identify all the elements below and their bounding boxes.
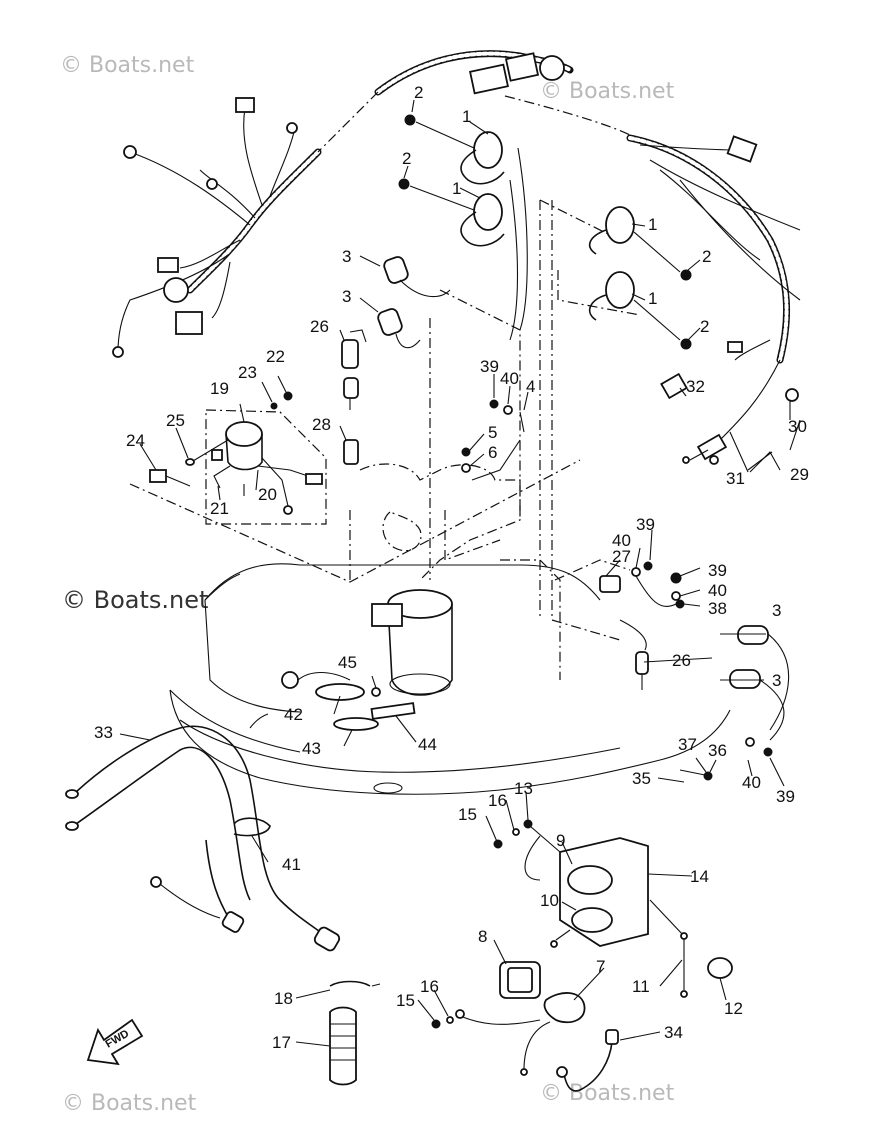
callout-44: 44 <box>418 735 437 754</box>
callout-12: 12 <box>724 999 743 1018</box>
callout-37: 37 <box>678 735 697 754</box>
callout-9: 9 <box>556 831 565 850</box>
callout-40: 40 <box>500 369 519 388</box>
callout-39: 39 <box>636 515 655 534</box>
watermark: © Boats.net <box>62 1091 197 1116</box>
callout-1: 1 <box>648 289 657 308</box>
callout-31: 31 <box>726 469 745 488</box>
callout-23: 23 <box>238 363 257 382</box>
bottom-cowling <box>169 563 731 795</box>
callout-15: 15 <box>458 805 477 824</box>
callout-27: 27 <box>612 547 631 566</box>
callout-6: 6 <box>488 443 497 462</box>
watermark: © Boats.net <box>60 53 195 78</box>
callout-24: 24 <box>126 431 145 450</box>
callout-18: 18 <box>274 989 293 1008</box>
callout-29: 29 <box>790 465 809 484</box>
callout-11: 11 <box>632 977 650 996</box>
watermark: © Boats.net <box>540 1081 675 1106</box>
callout-3: 3 <box>342 247 351 266</box>
callout-1: 1 <box>648 215 657 234</box>
callout-40: 40 <box>612 531 631 550</box>
group-bracket <box>747 419 801 471</box>
callout-14: 14 <box>690 867 709 886</box>
callout-16: 16 <box>488 791 507 810</box>
callout-labels: 1 1 1 1 2 2 2 2 3 3 3 3 4 5 6 7 8 9 10 1… <box>94 83 809 1052</box>
callout-28: 28 <box>312 415 331 434</box>
callout-13: 13 <box>514 779 533 798</box>
battery-cables <box>65 725 381 1086</box>
callout-26: 26 <box>310 317 329 336</box>
callout-16: 16 <box>420 977 439 996</box>
spark-plug-caps <box>377 256 790 741</box>
callout-7: 7 <box>596 957 605 976</box>
callout-15: 15 <box>396 991 415 1010</box>
callout-17: 17 <box>272 1033 291 1052</box>
callout-39: 39 <box>480 357 499 376</box>
callout-3: 3 <box>342 287 351 306</box>
callout-34: 34 <box>664 1023 683 1042</box>
callout-1: 1 <box>462 107 471 126</box>
starter-motor <box>371 589 453 696</box>
leader-lines <box>119 99 791 1047</box>
callout-39: 39 <box>708 561 727 580</box>
callout-22: 22 <box>266 347 285 366</box>
callout-32: 32 <box>686 377 705 396</box>
callout-40: 40 <box>742 773 761 792</box>
rectifier-bracket <box>431 819 733 1092</box>
callout-3: 3 <box>772 671 781 690</box>
callout-43: 43 <box>302 739 321 758</box>
callout-5: 5 <box>488 423 497 442</box>
engine-block-outline <box>129 199 641 680</box>
relay-assembly <box>149 391 327 525</box>
callout-35: 35 <box>632 769 651 788</box>
watermark: © Boats.net <box>62 586 208 614</box>
callout-25: 25 <box>166 411 185 430</box>
callout-1: 1 <box>452 179 461 198</box>
callout-33: 33 <box>94 723 113 742</box>
callout-2: 2 <box>702 247 711 266</box>
callout-4: 4 <box>526 377 535 396</box>
callout-20: 20 <box>258 485 277 504</box>
misc-parts <box>281 329 773 781</box>
callout-2: 2 <box>402 149 411 168</box>
callout-3: 3 <box>772 601 781 620</box>
callout-8: 8 <box>478 927 487 946</box>
callout-40: 40 <box>708 581 727 600</box>
callout-42: 42 <box>284 705 303 724</box>
main-wire-harness <box>112 50 801 464</box>
callout-38: 38 <box>708 599 727 618</box>
callout-36: 36 <box>708 741 727 760</box>
callout-2: 2 <box>700 317 709 336</box>
callout-39: 39 <box>776 787 795 806</box>
fwd-arrow-icon: FWD <box>86 1018 144 1066</box>
callout-2: 2 <box>414 83 423 102</box>
callout-41: 41 <box>282 855 301 874</box>
callout-10: 10 <box>540 891 559 910</box>
callout-19: 19 <box>210 379 229 398</box>
callout-45: 45 <box>338 653 357 672</box>
callout-26: 26 <box>672 651 691 670</box>
watermark: © Boats.net <box>540 79 675 104</box>
callout-21: 21 <box>210 499 229 518</box>
